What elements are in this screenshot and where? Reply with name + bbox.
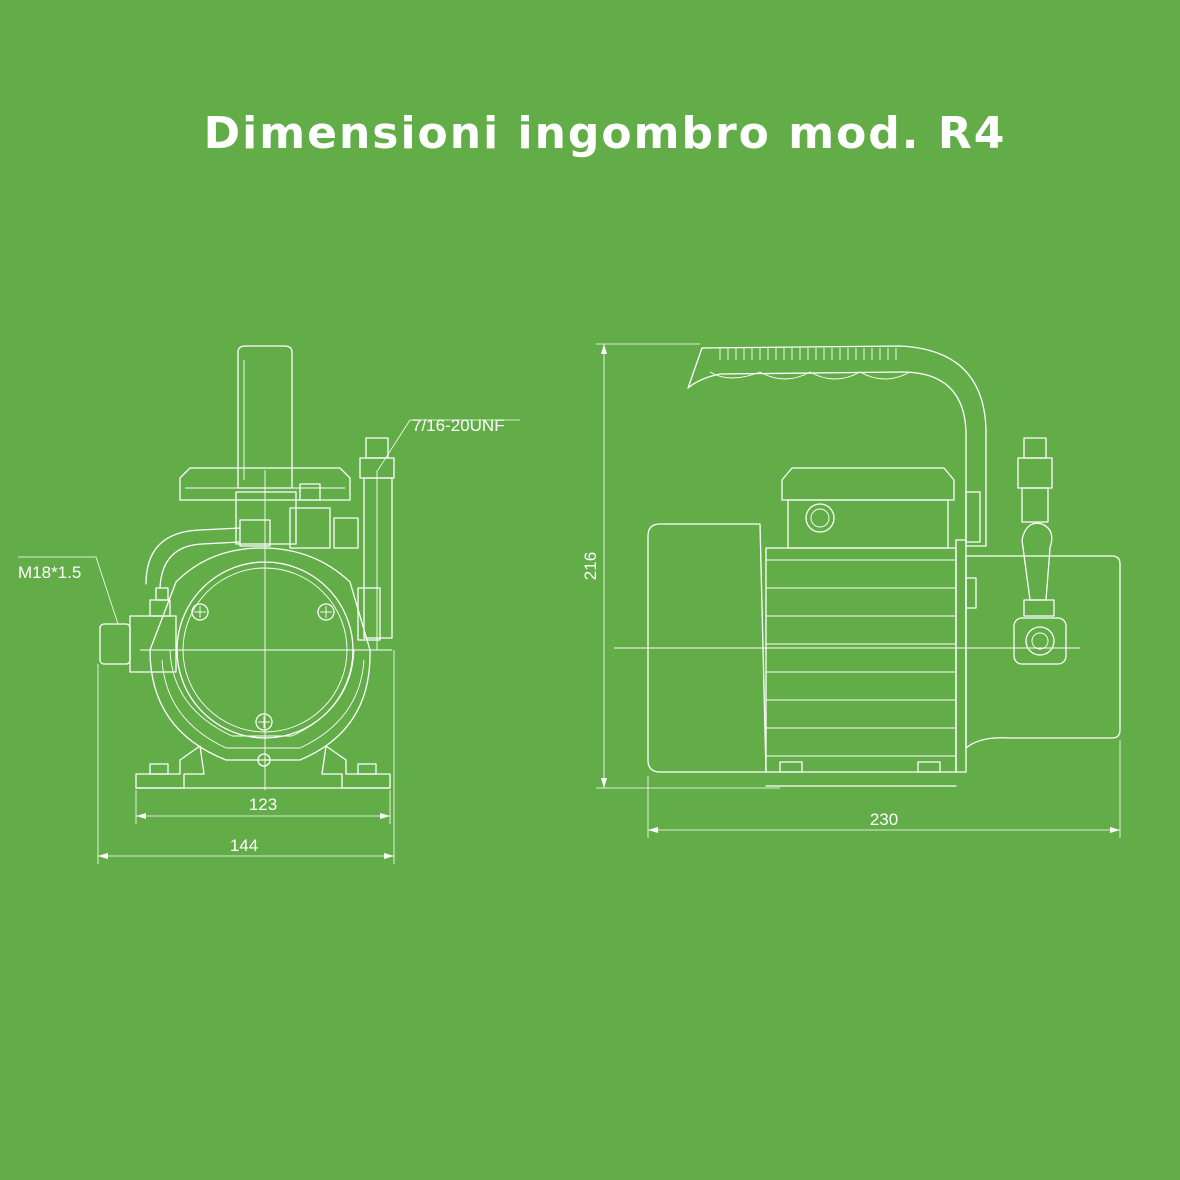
side-view-drawing: [614, 345, 1121, 787]
side-fitting-label: M18*1.5: [18, 563, 81, 582]
height-dimension: 216: [581, 552, 600, 580]
page-title: Dimensioni ingombro mod. R4: [203, 108, 1007, 159]
top-fitting-label: 7/16-20UNF: [412, 416, 505, 435]
front-view-callouts: 7/16-20UNF M18*1.5: [18, 416, 520, 625]
motor-fins: [766, 559, 956, 757]
base-width-dimension: 123: [249, 795, 277, 814]
front-view-drawing: [99, 345, 395, 790]
overall-width-dimension: 144: [230, 836, 258, 855]
front-view-dimensions: 123 144: [97, 650, 395, 864]
handle-grip-ridges: [719, 348, 897, 360]
side-view-dimensions: 216 230: [581, 343, 1121, 838]
length-dimension: 230: [870, 810, 898, 829]
